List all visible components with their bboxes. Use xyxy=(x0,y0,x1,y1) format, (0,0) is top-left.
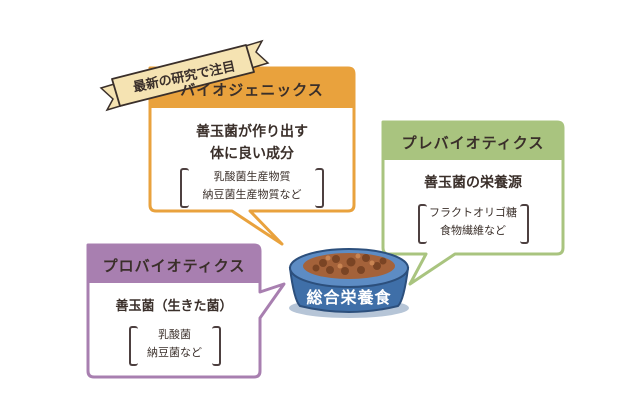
kibble-dots xyxy=(312,254,387,275)
ribbon-body xyxy=(111,44,255,107)
prebiotics-desc: 善玉菌の栄養源 xyxy=(424,175,522,191)
biogenics-example-1: 乳酸菌生産物質 xyxy=(213,170,291,183)
probiotics-example-2: 納豆菌など xyxy=(147,346,202,359)
prebiotics-bracket-left xyxy=(418,204,427,244)
prebiotics-card xyxy=(381,120,565,286)
biogenics-desc-line2: 体に良い成分 xyxy=(210,146,294,162)
kibble-highlights xyxy=(325,253,375,269)
prebiotics-example-2: 食物繊維など xyxy=(440,224,506,237)
biogenics-bracket-left xyxy=(180,168,189,208)
biogenics-bracket-right xyxy=(315,168,324,208)
probiotics-card-header xyxy=(88,245,260,283)
probiotics-title: プロバイオティクス xyxy=(102,257,246,275)
ribbon-banner xyxy=(99,39,270,112)
prebiotics-example-1: フラクトオリゴ糖 xyxy=(429,206,517,219)
probiotics-example-1: 乳酸菌 xyxy=(158,328,191,341)
prebiotics-title: プレバイオティクス xyxy=(401,134,545,152)
probiotics-bracket-left xyxy=(129,326,138,366)
biogenics-example-2: 納豆菌生産物質など xyxy=(202,188,302,201)
bowl-label: 総合栄養食 xyxy=(306,288,392,307)
prebiotics-bracket-right xyxy=(520,204,529,244)
food-bowl xyxy=(288,248,410,318)
prebiotics-card-header xyxy=(383,122,563,160)
probiotics-bracket-right xyxy=(212,326,221,366)
biogenics-desc-line1: 善玉菌が作り出す xyxy=(196,124,308,140)
probiotics-desc: 善玉菌（生きた菌） xyxy=(115,299,233,314)
biogenics-title: バイオジェニックス xyxy=(180,81,324,99)
probiotics-card xyxy=(86,243,286,379)
